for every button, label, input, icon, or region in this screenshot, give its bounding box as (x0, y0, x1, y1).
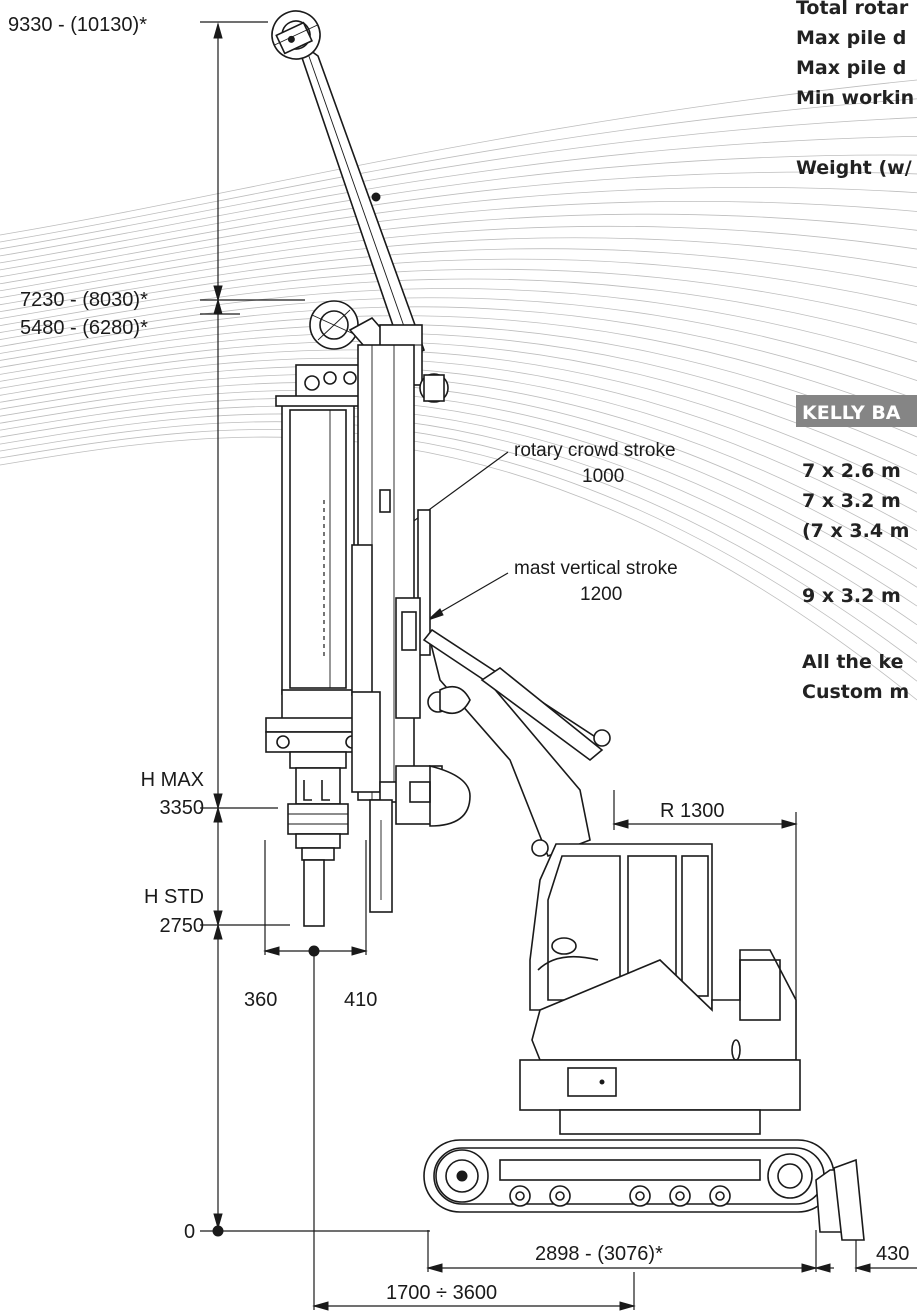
rotary-crowd-label: rotary crowd stroke (514, 440, 676, 461)
top-height-label: 9330 - (10130)* (8, 14, 147, 36)
specs-column: Total rotar Max pile d Max pile d Min wo… (796, 0, 914, 179)
kelly-row-2: 7 x 3.2 m (802, 490, 901, 512)
left-offset-label: 360 (244, 989, 277, 1011)
spec-line-3: Max pile d (796, 57, 906, 79)
kelly-note-2: Custom m (802, 681, 909, 703)
right-offset-label: 410 (344, 989, 377, 1011)
mast-stroke-value: 1200 (580, 584, 622, 605)
h-std-value: 2750 (160, 915, 205, 937)
spec-line-4: Min workin (796, 87, 914, 109)
track-length-label: 2898 - (3076)* (535, 1243, 663, 1265)
kelly-header: KELLY BA (802, 402, 901, 424)
spec-line-2: Max pile d (796, 27, 906, 49)
mast-stroke-label: mast vertical stroke (514, 558, 678, 579)
h-max-label: H MAX (141, 769, 204, 791)
kelly-row-4: 9 x 3.2 m (802, 585, 901, 607)
kelly-bar-section: KELLY BA 7 x 2.6 m 7 x 3.2 m (7 x 3.4 m … (796, 395, 917, 703)
kelly-header-band (796, 395, 917, 427)
reach-label: 1700 ÷ 3600 (386, 1282, 497, 1304)
h-std-label: H STD (144, 886, 204, 908)
zero-label: 0 (184, 1221, 195, 1243)
width-dimension-lines (263, 790, 917, 1311)
background-wave-lines (0, 79, 917, 701)
drilling-rig (265, 10, 865, 1241)
height-dimension-lines (200, 21, 430, 1237)
spec-line-1: Total rotar (796, 0, 909, 19)
radius-label: R 1300 (660, 800, 725, 822)
rotary-crowd-value: 1000 (582, 466, 624, 487)
kelly-row-1: 7 x 2.6 m (802, 460, 901, 482)
blade-label: 430 (876, 1243, 909, 1265)
h-max-value: 3350 (160, 797, 205, 819)
mid-height-label-2: 5480 - (6280)* (20, 317, 148, 339)
mid-height-label-1: 7230 - (8030)* (20, 289, 148, 311)
spec-weight: Weight (w/ (796, 157, 912, 179)
kelly-row-3: (7 x 3.4 m (802, 520, 909, 542)
kelly-note-1: All the ke (802, 651, 903, 673)
